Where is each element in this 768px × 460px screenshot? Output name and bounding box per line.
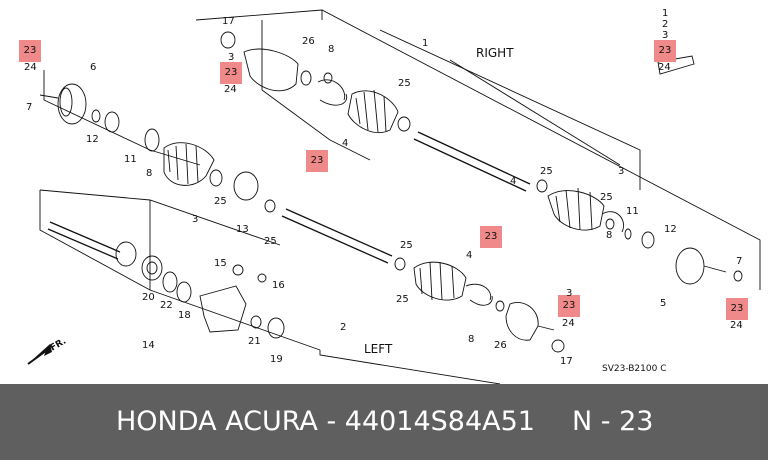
highlight-part-23: 23 [726, 298, 748, 320]
part-label: 2 [340, 322, 347, 333]
part-label: 25 [600, 192, 613, 203]
part-label: 14 [142, 340, 155, 351]
part-label: 21 [248, 336, 261, 347]
side-label-left: LEFT [364, 342, 393, 356]
part-label: 26 [302, 36, 315, 47]
part-label: 18 [178, 310, 191, 321]
part-label: 8 [468, 334, 475, 345]
highlight-part-23: 23 [19, 40, 41, 62]
part-label: 3 [566, 288, 573, 299]
highlight-part-23: 23 [306, 150, 328, 172]
part-label: 12 [664, 224, 677, 235]
part-label: 4 [466, 250, 473, 261]
diagram-code: SV23-B2100 C [602, 364, 667, 374]
part-label: 4 [510, 176, 517, 187]
part-label: 17 [560, 356, 573, 367]
part-info-footer: HONDA ACURA - 44014S84A51 N - 23 [0, 384, 768, 460]
highlight-part-23: 23 [480, 226, 502, 248]
part-label: 13 [236, 224, 249, 235]
side-label-right: RIGHT [476, 46, 514, 60]
part-label: 20 [142, 292, 155, 303]
part-label: 25 [398, 78, 411, 89]
part-label: 1 [422, 38, 429, 49]
part-label: 25 [214, 196, 227, 207]
part-label: 3 [618, 166, 625, 177]
position-label: N - 23 [572, 406, 654, 437]
part-label: 8 [328, 44, 335, 55]
part-label: 2 [662, 19, 669, 30]
part-label: 5 [660, 298, 667, 309]
part-label: 3 [662, 30, 669, 41]
part-label: 25 [540, 166, 553, 177]
part-label: 7 [736, 256, 743, 267]
part-label: 6 [90, 62, 97, 73]
highlight-part-23: 23 [654, 40, 676, 62]
part-label: 12 [86, 134, 99, 145]
part-title: HONDA ACURA - 44014S84A51 [116, 406, 535, 437]
part-label: 25 [264, 236, 277, 247]
exploded-drive-shaft-drawing [27, 9, 761, 384]
part-label: 19 [270, 354, 283, 365]
part-label: 3 [192, 214, 199, 225]
part-label: 24 [24, 62, 37, 73]
part-label: 4 [342, 138, 349, 149]
part-label: 24 [730, 320, 743, 331]
part-label: 24 [562, 318, 575, 329]
part-label: 8 [146, 168, 153, 179]
part-label: 25 [396, 294, 409, 305]
part-label: 16 [272, 280, 285, 291]
part-label: 24 [658, 62, 671, 73]
highlight-part-23: 23 [558, 295, 580, 317]
part-label: 3 [228, 52, 235, 63]
part-label: 7 [26, 102, 33, 113]
parts-diagram: RIGHT LEFT FR. SV23-B2100 C 23 23 23 23 … [19, 8, 761, 384]
part-label: 11 [124, 154, 137, 165]
part-label: 15 [214, 258, 227, 269]
part-label: 22 [160, 300, 173, 311]
part-label: 11 [626, 206, 639, 217]
part-label: 24 [224, 84, 237, 95]
part-label: 25 [400, 240, 413, 251]
part-label: 26 [494, 340, 507, 351]
part-label: 17 [222, 16, 235, 27]
part-label: 8 [606, 230, 613, 241]
part-label: 1 [662, 8, 669, 19]
highlight-part-23: 23 [220, 62, 242, 84]
